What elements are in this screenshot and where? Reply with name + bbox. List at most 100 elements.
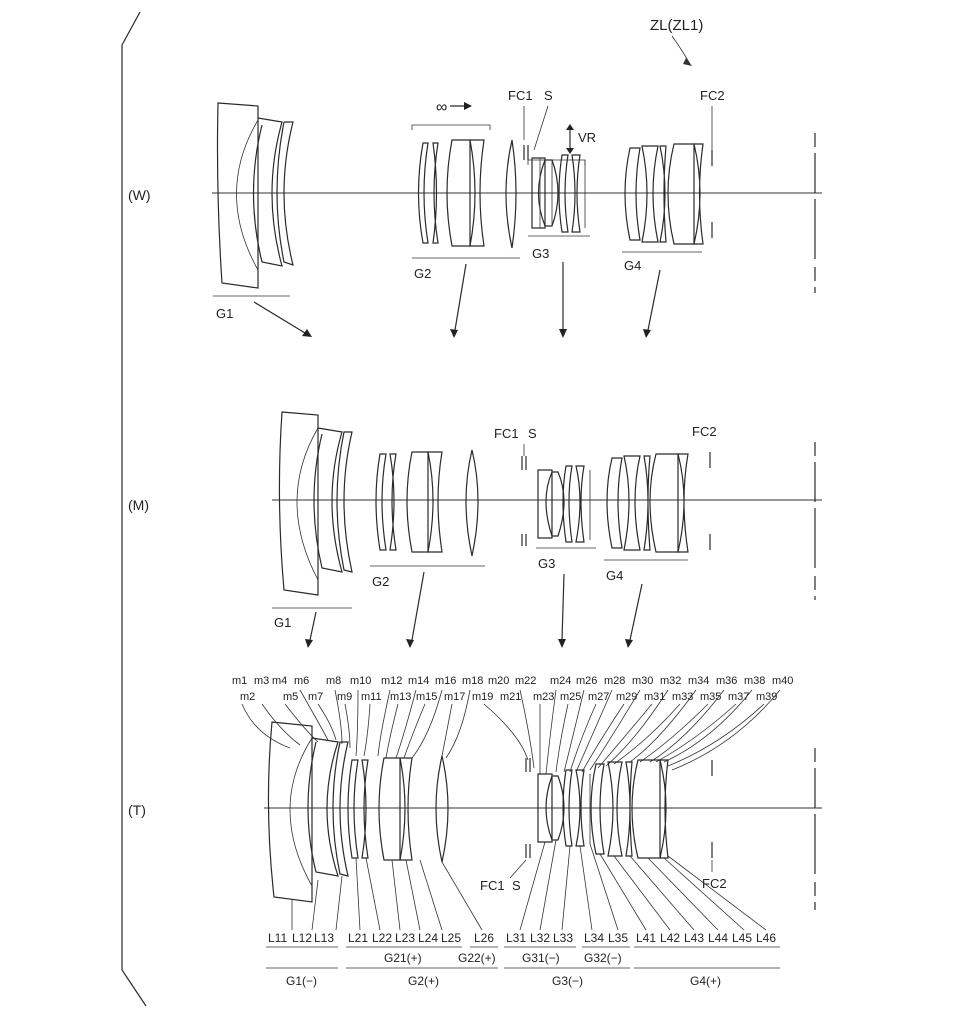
g1-move-arrow-wide bbox=[253, 301, 306, 334]
surface-label: m11 bbox=[361, 691, 382, 703]
g2-move-arrow-wide bbox=[454, 263, 467, 331]
surface-label: m12 bbox=[381, 675, 402, 687]
g2-move-arrow-middle bbox=[411, 571, 425, 641]
stop-label-tele: S bbox=[512, 878, 521, 893]
lens-group-g2-wide bbox=[417, 139, 517, 249]
middle-layout: G1 G2 FC1 S G3 bbox=[272, 411, 822, 648]
lens-leader-lines bbox=[291, 839, 767, 931]
surface-label: m29 bbox=[616, 691, 637, 703]
lens-group-g3-middle bbox=[537, 465, 591, 543]
subgroup-label-g21: G21(+) bbox=[384, 951, 422, 965]
lens-group-g4-wide bbox=[624, 143, 704, 245]
g1-label-wide: G1 bbox=[216, 306, 233, 321]
surface-label: m18 bbox=[462, 675, 483, 687]
surface-label: m40 bbox=[772, 675, 793, 687]
surface-label: m39 bbox=[756, 691, 777, 703]
lens-label: L42 bbox=[660, 931, 680, 945]
surface-label: m36 bbox=[716, 675, 737, 687]
surface-label: m21 bbox=[500, 691, 521, 703]
fc2-label-middle: FC2 bbox=[692, 424, 717, 439]
lens-label: L24 bbox=[418, 931, 438, 945]
lens-label: L12 bbox=[292, 931, 312, 945]
surface-label: m2 bbox=[240, 691, 255, 703]
surface-label: m10 bbox=[350, 675, 371, 687]
surface-label: m4 bbox=[272, 675, 287, 687]
lens-group-g3-wide bbox=[531, 154, 586, 233]
group-label-g1: G1(−) bbox=[286, 974, 317, 988]
lens-label: L22 bbox=[372, 931, 392, 945]
surface-label: m27 bbox=[588, 691, 609, 703]
figure-title: ZL(ZL1) bbox=[650, 17, 703, 34]
g4-move-arrow-middle bbox=[629, 583, 643, 641]
surface-label: m1 bbox=[232, 675, 247, 687]
surface-label: m19 bbox=[472, 691, 493, 703]
state-label-tele: (T) bbox=[128, 802, 146, 818]
surface-label: m13 bbox=[390, 691, 411, 703]
surface-label: m23 bbox=[533, 691, 554, 703]
vr-label: VR bbox=[578, 130, 596, 145]
lens-group-g2-middle bbox=[375, 449, 479, 557]
lens-label: L32 bbox=[530, 931, 550, 945]
g4-label-middle: G4 bbox=[606, 568, 623, 583]
wide-layout: G1 ∞ G2 FC1 S bbox=[212, 88, 822, 338]
g1-label-middle: G1 bbox=[274, 615, 291, 630]
lens-label: L26 bbox=[474, 931, 494, 945]
g2-label-middle: G2 bbox=[372, 574, 389, 589]
fc2-label-wide: FC2 bbox=[700, 88, 725, 103]
lens-group-g1-middle bbox=[278, 411, 353, 596]
surface-label: m6 bbox=[294, 675, 309, 687]
surface-leader-lines bbox=[241, 689, 781, 775]
surface-label: m17 bbox=[444, 691, 465, 703]
surface-label: m14 bbox=[408, 675, 429, 687]
lens-label: L31 bbox=[506, 931, 526, 945]
lens-label: L13 bbox=[314, 931, 334, 945]
surface-label: m3 bbox=[254, 675, 269, 687]
lens-label: L21 bbox=[348, 931, 368, 945]
subgroup-label-g22: G22(+) bbox=[458, 951, 496, 965]
surface-label: m7 bbox=[308, 691, 323, 703]
title-leader-arrow bbox=[683, 58, 692, 66]
lens-label: L45 bbox=[732, 931, 752, 945]
lens-group-g1-tele bbox=[267, 721, 349, 903]
surface-label: m25 bbox=[560, 691, 581, 703]
subgroup-label-g31: G31(−) bbox=[522, 951, 560, 965]
g3-label-wide: G3 bbox=[532, 246, 549, 261]
group-label-g4: G4(+) bbox=[690, 974, 721, 988]
surface-label: m33 bbox=[672, 691, 693, 703]
lens-group-g2-tele bbox=[347, 755, 449, 863]
lens-group-g1-wide bbox=[216, 102, 294, 289]
lens-label: L41 bbox=[636, 931, 656, 945]
surface-label: m38 bbox=[744, 675, 765, 687]
surface-label: m32 bbox=[660, 675, 681, 687]
lens-group-g4-middle bbox=[606, 453, 689, 553]
lens-label: L23 bbox=[395, 931, 415, 945]
surface-label: m20 bbox=[488, 675, 509, 687]
surface-label: m9 bbox=[337, 691, 352, 703]
g1-move-arrow-middle bbox=[309, 611, 317, 641]
surface-label: m22 bbox=[515, 675, 536, 687]
g3-move-arrow-middle bbox=[561, 573, 565, 641]
stop-label-middle: S bbox=[528, 426, 537, 441]
g2-label-wide: G2 bbox=[414, 266, 431, 281]
lens-label: L43 bbox=[684, 931, 704, 945]
subgroup-label-g32: G32(−) bbox=[584, 951, 622, 965]
surface-label: m31 bbox=[644, 691, 665, 703]
lens-label: L25 bbox=[441, 931, 461, 945]
focus-infinity-label: ∞ bbox=[436, 99, 447, 116]
subgroup-labels: G21(+) G22(+) G31(−) G32(−) bbox=[384, 951, 622, 965]
lens-labels: L11 L12 L13 L21 L22 L23 L24 L25 L26 L31 … bbox=[268, 931, 776, 945]
surface-label: m28 bbox=[604, 675, 625, 687]
surface-label: m30 bbox=[632, 675, 653, 687]
group-labels-tele: G1(−) G2(+) G3(−) G4(+) bbox=[286, 974, 721, 988]
surface-label: m26 bbox=[576, 675, 597, 687]
lens-label: L33 bbox=[553, 931, 573, 945]
lens-label: L46 bbox=[756, 931, 776, 945]
lens-label: L44 bbox=[708, 931, 728, 945]
fc1-label-wide: FC1 bbox=[508, 88, 533, 103]
surface-label: m5 bbox=[283, 691, 298, 703]
state-label-middle: (M) bbox=[128, 497, 149, 513]
g3-label-middle: G3 bbox=[538, 556, 555, 571]
tele-layout: m1 m3 m4 m6 m8 m10 m12 m14 m16 m18 m20 m… bbox=[232, 675, 822, 988]
fc1-label-middle: FC1 bbox=[494, 426, 519, 441]
